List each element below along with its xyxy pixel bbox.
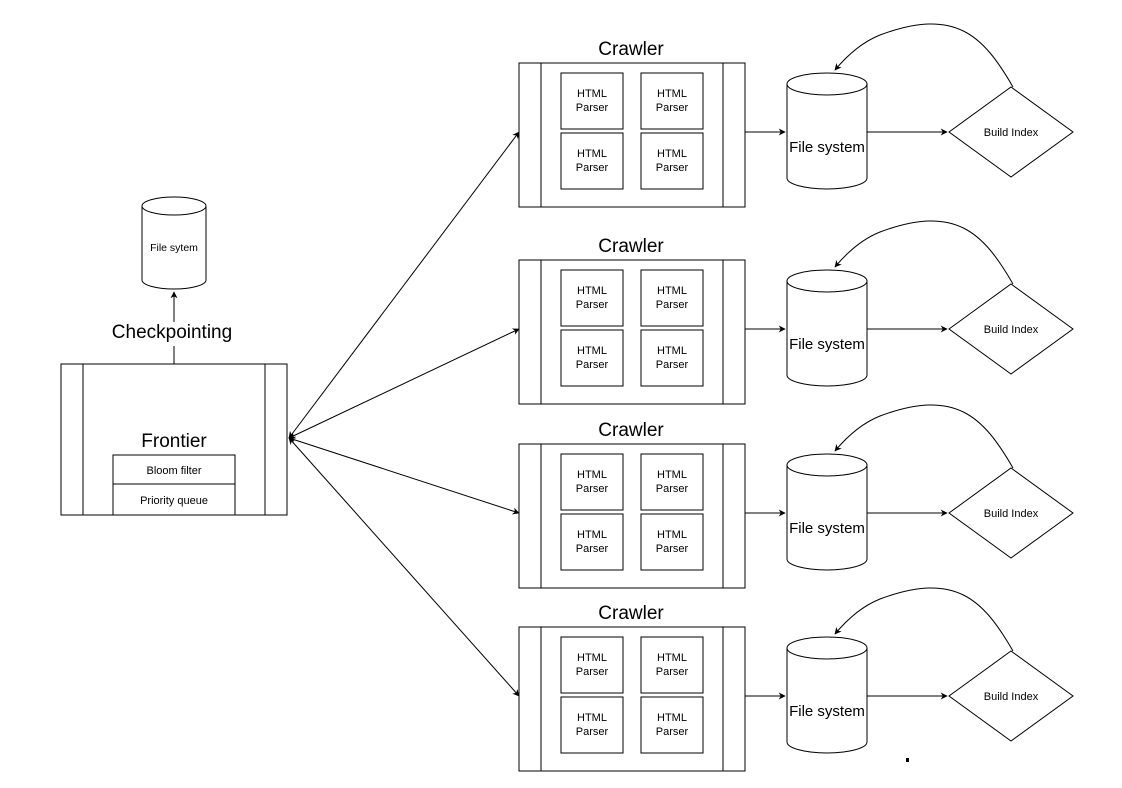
html-parser-line1: HTML	[577, 285, 607, 297]
html-parser: HTML Parser	[560, 453, 624, 511]
html-parser-line2: Parser	[656, 102, 689, 114]
html-parser: HTML Parser	[640, 72, 704, 130]
html-parser: HTML Parser	[560, 636, 624, 694]
html-parser-line2: Parser	[656, 162, 689, 174]
crawler-title: Crawler	[598, 236, 664, 257]
html-parser-line1: HTML	[577, 712, 607, 724]
feedback-arrow	[834, 220, 1014, 285]
html-parser: HTML Parser	[640, 132, 704, 190]
html-parser-line1: HTML	[577, 469, 607, 481]
html-parser-line2: Parser	[656, 299, 689, 311]
html-parser-line1: HTML	[577, 148, 607, 160]
html-parser-line2: Parser	[576, 162, 609, 174]
html-parser-line2: Parser	[656, 666, 689, 678]
html-parser-line1: HTML	[657, 88, 687, 100]
checkpointing-label: Checkpointing	[112, 322, 232, 343]
html-parser-line1: HTML	[657, 712, 687, 724]
html-parser-line1: HTML	[577, 345, 607, 357]
html-parser-line2: Parser	[656, 543, 689, 555]
html-parser-line2: Parser	[576, 666, 609, 678]
storage-cylinder: File system	[786, 72, 868, 190]
html-parser: HTML Parser	[560, 132, 624, 190]
crawler-title: Crawler	[598, 39, 664, 60]
storage-label: File system	[789, 336, 865, 353]
frontier-title: Frontier	[141, 431, 207, 452]
crawler-row: CrawlerHTMLParserHTMLParserHTMLParserHTM…	[518, 404, 1074, 589]
html-parser: HTML Parser	[560, 329, 624, 387]
html-parser-line2: Parser	[576, 483, 609, 495]
html-parser-line1: HTML	[577, 88, 607, 100]
priority-queue-box	[112, 483, 236, 516]
html-parser: HTML Parser	[640, 696, 704, 754]
html-parser-line2: Parser	[576, 726, 609, 738]
html-parser-line1: HTML	[657, 469, 687, 481]
html-parser-line2: Parser	[656, 359, 689, 371]
html-parser-line1: HTML	[577, 529, 607, 541]
html-parser: HTML Parser	[640, 453, 704, 511]
storage-cylinder: File system	[786, 453, 868, 571]
build-index-label: Build Index	[984, 127, 1039, 139]
frontier-node: Frontier Bloom filter Priority queue	[60, 363, 288, 516]
html-parser-line1: HTML	[657, 345, 687, 357]
stray-mark	[906, 758, 909, 762]
html-parser: HTML Parser	[560, 513, 624, 571]
storage-cylinder: File system	[786, 269, 868, 387]
feedback-arrow	[834, 404, 1014, 469]
html-parser: HTML Parser	[640, 513, 704, 571]
html-parser-line1: HTML	[657, 652, 687, 664]
html-parser: HTML Parser	[640, 329, 704, 387]
html-parser-line2: Parser	[656, 483, 689, 495]
crawler-row: CrawlerHTMLParserHTMLParserHTMLParserHTM…	[518, 587, 1074, 772]
build-index-node: Build Index	[948, 283, 1074, 375]
frontier-crawler-link	[288, 131, 520, 439]
build-index-node: Build Index	[948, 86, 1074, 178]
html-parser-line2: Parser	[576, 299, 609, 311]
html-parser-line2: Parser	[576, 543, 609, 555]
crawler-title: Crawler	[598, 603, 664, 624]
frontier-crawler-link	[288, 328, 520, 439]
html-parser-line1: HTML	[657, 529, 687, 541]
crawler-row: CrawlerHTMLParserHTMLParserHTMLParserHTM…	[518, 220, 1074, 405]
storage-label: File system	[789, 520, 865, 537]
html-parser-line1: HTML	[657, 285, 687, 297]
priority-queue-label: Priority queue	[140, 495, 208, 507]
storage-cylinder: File system	[786, 636, 868, 754]
frontier-crawler-link	[288, 437, 520, 697]
checkpoint-storage: File sytem	[141, 196, 207, 290]
html-parser: HTML Parser	[640, 269, 704, 327]
html-parser-line1: HTML	[577, 652, 607, 664]
build-index-node: Build Index	[948, 650, 1074, 742]
frontier-crawler-link	[288, 436, 520, 515]
feedback-arrow	[834, 23, 1014, 88]
crawler-title: Crawler	[598, 420, 664, 441]
frontier-connectors	[288, 131, 520, 697]
html-parser: HTML Parser	[560, 269, 624, 327]
build-index-node: Build Index	[948, 467, 1074, 559]
html-parser-line2: Parser	[656, 726, 689, 738]
feedback-arrow	[834, 587, 1014, 652]
bloom-filter-label: Bloom filter	[146, 465, 201, 477]
html-parser-line1: HTML	[657, 148, 687, 160]
html-parser-line2: Parser	[576, 359, 609, 371]
build-index-label: Build Index	[984, 691, 1039, 703]
storage-label: File system	[789, 139, 865, 156]
build-index-label: Build Index	[984, 508, 1039, 520]
html-parser: HTML Parser	[560, 72, 624, 130]
storage-label: File system	[789, 703, 865, 720]
checkpoint-storage-label: File sytem	[150, 242, 198, 254]
crawler-row: CrawlerHTMLParserHTMLParserHTMLParserHTM…	[518, 23, 1074, 208]
html-parser-line2: Parser	[576, 102, 609, 114]
crawler-rows: CrawlerHTMLParserHTMLParserHTMLParserHTM…	[518, 23, 1074, 772]
build-index-label: Build Index	[984, 324, 1039, 336]
html-parser: HTML Parser	[560, 696, 624, 754]
html-parser: HTML Parser	[640, 636, 704, 694]
